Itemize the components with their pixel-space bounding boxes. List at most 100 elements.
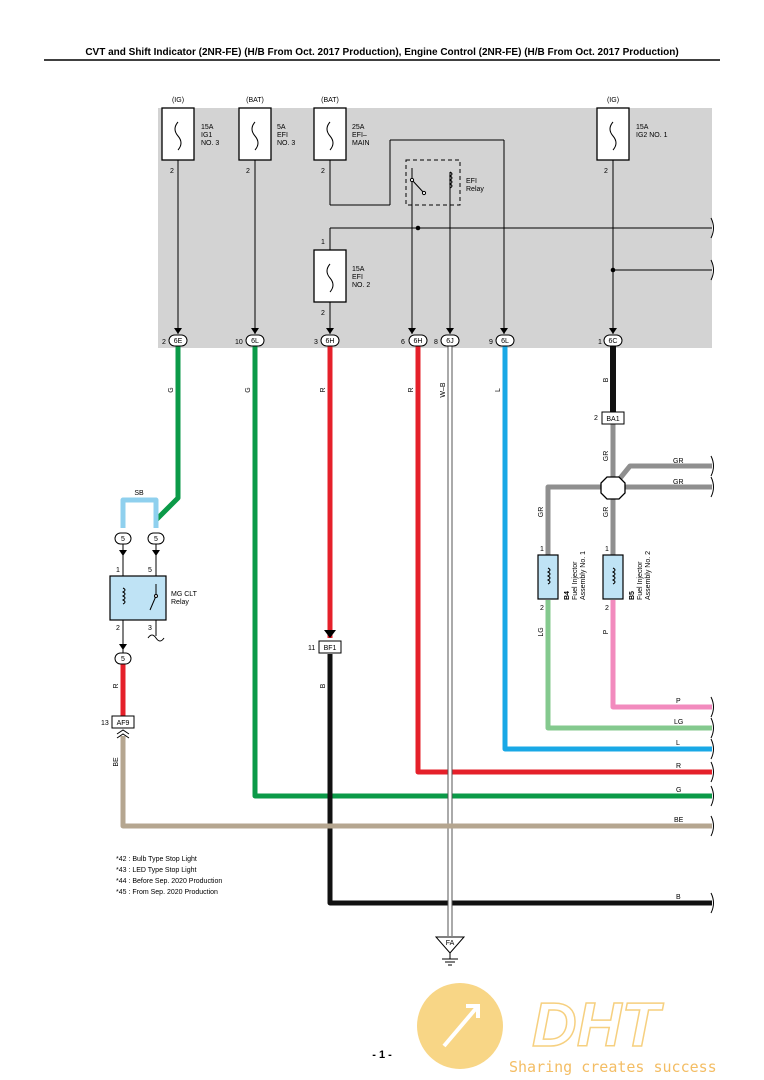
mg-clt-relay: 5 5 1 5 MG CLT Relay 2 3 5 [109, 532, 198, 665]
svg-text:EFI: EFI [466, 178, 477, 185]
svg-text:*45 : From Sep. 2020 Producti: *45 : From Sep. 2020 Production [116, 889, 218, 896]
connector-ba1: 2 BA1 [594, 411, 625, 425]
svg-text:G: G [168, 387, 175, 392]
svg-text:6H: 6H [414, 338, 423, 345]
svg-text:BE: BE [674, 817, 684, 824]
box-connector-6c: 1 6C [598, 334, 623, 347]
fuse-efi-no2: 1 15A EFI NO. 2 2 [313, 239, 370, 317]
svg-text:B: B [320, 683, 327, 688]
wire-sb [120, 497, 159, 528]
page-title: CVT and Shift Indicator (2NR-FE) (H/B Fr… [85, 47, 678, 58]
svg-text:IG2 NO. 1: IG2 NO. 1 [636, 132, 668, 139]
svg-text:1: 1 [598, 339, 602, 346]
connector-bf1: 11 BF1 [308, 630, 342, 654]
wire-b-bf1 [327, 654, 712, 906]
svg-text:Fuel Injector: Fuel Injector [637, 561, 644, 600]
box-connector-6j: 8 6J [434, 334, 460, 347]
page-number: - 1 - [372, 1049, 392, 1061]
wire-g-6e [154, 346, 181, 522]
svg-text:EFI: EFI [277, 132, 288, 139]
svg-text:(IG): (IG) [607, 97, 619, 104]
svg-text:10: 10 [235, 339, 243, 346]
box-connector-6e: 2 6E [162, 334, 188, 347]
svg-text:LG: LG [674, 719, 683, 726]
wire-break-mark [710, 217, 714, 239]
svg-text:NO. 3: NO. 3 [277, 140, 295, 147]
svg-text:2: 2 [321, 168, 325, 175]
svg-text:G: G [245, 387, 252, 392]
svg-text:Assembly No. 2: Assembly No. 2 [645, 551, 652, 600]
svg-text:1: 1 [321, 239, 325, 246]
svg-text:NO. 2: NO. 2 [352, 282, 370, 289]
box-connector-6h-3: 3 6H [314, 334, 340, 347]
svg-text:L: L [676, 740, 680, 747]
svg-text:B: B [603, 377, 610, 382]
svg-text:6C: 6C [609, 338, 618, 345]
svg-text:3: 3 [148, 625, 152, 632]
svg-text:P: P [676, 698, 681, 705]
svg-text:R: R [113, 683, 120, 688]
svg-text:EFI: EFI [352, 274, 363, 281]
svg-text:R: R [676, 763, 681, 770]
svg-text:6L: 6L [251, 338, 259, 345]
svg-text:BE: BE [113, 757, 120, 767]
svg-text:2: 2 [540, 605, 544, 612]
svg-text:5A: 5A [277, 124, 286, 131]
svg-text:B: B [676, 894, 681, 901]
svg-text:3: 3 [314, 339, 318, 346]
svg-text:6H: 6H [326, 338, 335, 345]
splice-junction [600, 476, 626, 500]
svg-text:BF1: BF1 [324, 645, 337, 652]
watermark: DHT Sharing creates success [417, 983, 717, 1076]
efi-relay: EFI Relay [405, 159, 484, 206]
ground-fa: FA [434, 936, 466, 966]
fuel-injector-2: 1 2 B5 Fuel Injector Assembly No. 2 [602, 546, 652, 612]
svg-text:25A: 25A [352, 124, 365, 131]
svg-text:1: 1 [116, 567, 120, 574]
wire-lg [545, 600, 712, 731]
harness-wires [120, 346, 712, 936]
svg-text:W–B: W–B [440, 382, 447, 398]
svg-text:1: 1 [605, 546, 609, 553]
box-connector-6h-6: 6 6H [401, 334, 428, 347]
internal-wiring [177, 139, 712, 334]
svg-text:GR: GR [673, 479, 684, 486]
svg-text:(BAT): (BAT) [246, 97, 264, 104]
svg-text:GR: GR [673, 458, 684, 465]
svg-text:Assembly No. 1: Assembly No. 1 [580, 551, 587, 600]
wire-g-6l [252, 346, 712, 799]
wire-color-labels: G G R R W–B L B GR GR GR LG P R B BE SB [113, 377, 610, 766]
svg-text:Relay: Relay [171, 599, 189, 606]
box-connectors: 2 6E 10 6L 3 6H 6 6H 8 6J 9 6L [162, 334, 623, 347]
svg-text:Relay: Relay [466, 186, 484, 193]
svg-text:1: 1 [540, 546, 544, 553]
splice-dot [415, 225, 421, 231]
fuse-efi-main: (BAT) 25A EFI– MAIN 2 [313, 97, 370, 175]
svg-text:SB: SB [134, 490, 144, 497]
wire-l [502, 346, 712, 752]
svg-text:2: 2 [246, 168, 250, 175]
svg-text:5: 5 [121, 536, 125, 543]
wire-r-6h-2 [415, 346, 712, 775]
svg-text:GR: GR [603, 507, 610, 518]
svg-text:15A: 15A [352, 266, 365, 273]
svg-text:L: L [495, 388, 502, 392]
svg-text:B5: B5 [629, 591, 636, 600]
svg-text:R: R [408, 387, 415, 392]
box-connector-6l: 10 6L [235, 334, 265, 347]
svg-text:*43 : LED Type Stop Light: *43 : LED Type Stop Light [116, 867, 196, 874]
svg-text:(BAT): (BAT) [321, 97, 339, 104]
wire-be [120, 736, 712, 829]
svg-text:GR: GR [603, 451, 610, 462]
svg-text:2: 2 [594, 415, 598, 422]
svg-text:*42 : Bulb Type Stop Light: *42 : Bulb Type Stop Light [116, 856, 197, 863]
svg-text:13: 13 [101, 720, 109, 727]
svg-text:Fuel Injector: Fuel Injector [572, 561, 579, 600]
fuel-injector-1: 1 2 B4 Fuel Injector Assembly No. 1 [537, 546, 587, 612]
svg-text:LG: LG [538, 627, 545, 636]
svg-text:2: 2 [605, 605, 609, 612]
svg-text:5: 5 [121, 656, 125, 663]
svg-text:11: 11 [308, 645, 315, 652]
svg-text:IG1: IG1 [201, 132, 212, 139]
svg-text:15A: 15A [201, 124, 214, 131]
